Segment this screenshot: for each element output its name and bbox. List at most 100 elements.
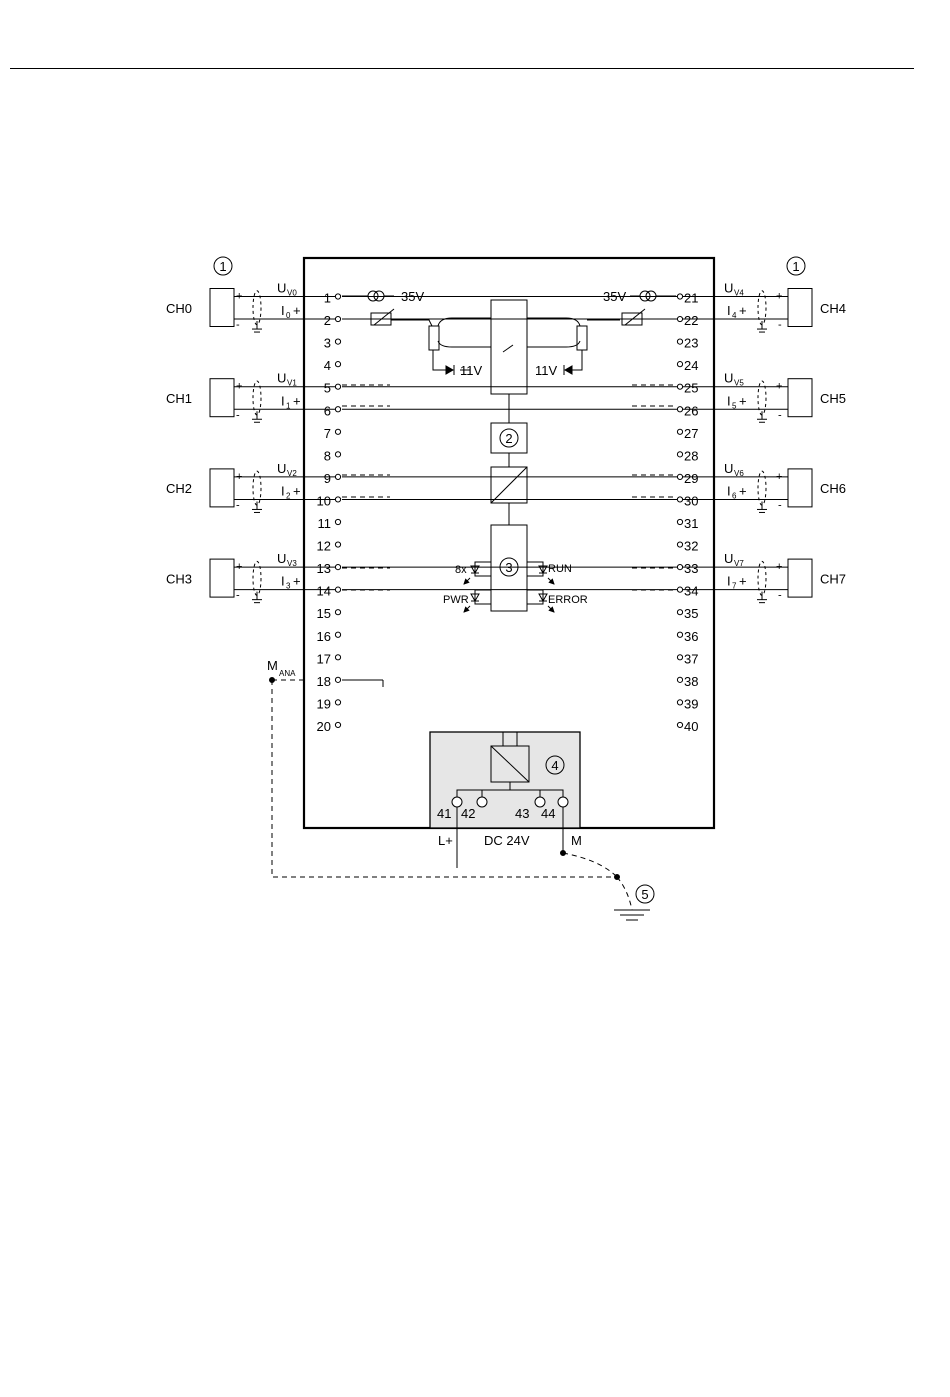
uv-label: U <box>724 461 733 476</box>
terminal-plain <box>676 654 684 661</box>
uv-subscript: V6 <box>734 469 744 478</box>
i-label: I <box>727 303 731 318</box>
pin-number: 23 <box>684 336 698 351</box>
pin-number: 32 <box>684 539 698 554</box>
terminal-i <box>334 496 342 503</box>
channel-name: CH1 <box>166 391 192 406</box>
led-run-label: RUN <box>548 563 572 575</box>
terminal-plain <box>334 451 342 458</box>
terminal-plain <box>334 631 342 638</box>
uv-label: U <box>277 551 286 566</box>
i-plus: + <box>739 303 747 318</box>
uv-label: U <box>277 281 286 296</box>
terminal-extra <box>334 609 342 616</box>
pin-number: 35 <box>684 606 698 621</box>
sensor-box <box>787 288 813 327</box>
pin-number: 30 <box>684 493 698 508</box>
channel-name: CH7 <box>820 571 846 586</box>
terminal-extra <box>676 338 684 345</box>
sensor-minus-mark: - <box>236 590 240 602</box>
sensor-box <box>209 468 235 508</box>
uv-subscript: V4 <box>734 289 744 298</box>
right-resistor <box>576 325 588 351</box>
uv-subscript: V2 <box>287 469 297 478</box>
i-label: I <box>281 393 285 408</box>
sensor-minus-mark: - <box>236 409 240 421</box>
terminal-i <box>676 315 684 323</box>
callout-1-right: 1 <box>786 256 806 276</box>
i-plus: + <box>739 483 747 498</box>
mana-label: M ANA <box>267 658 296 678</box>
uv-label: U <box>724 281 733 296</box>
zener-voltage-right: 11V <box>535 363 557 378</box>
terminal-extra <box>334 518 342 526</box>
channel-wires <box>342 470 788 513</box>
led-symbols <box>463 565 555 613</box>
supply-l-plus: L+ <box>438 833 453 848</box>
i-label: I <box>727 393 731 408</box>
i-label: I <box>281 483 285 498</box>
uv-subscript: V5 <box>734 379 744 388</box>
terminal-extra <box>676 518 684 526</box>
pin-number: 6 <box>324 403 331 418</box>
terminal-i <box>676 586 684 593</box>
terminal-i <box>334 586 342 593</box>
i-plus: + <box>293 483 301 498</box>
pin-number: 17 <box>317 651 331 666</box>
sensor-minus-mark: - <box>236 499 240 511</box>
sensor-minus-mark: - <box>778 319 782 331</box>
i-subscript: 4 <box>732 311 737 320</box>
channel-wires <box>234 560 338 604</box>
pin-number: 9 <box>324 471 331 486</box>
sensor-minus-mark: - <box>778 590 782 602</box>
i-subscript: 3 <box>286 582 291 591</box>
pin-number: 19 <box>317 696 331 711</box>
pin-number: 16 <box>317 629 331 644</box>
svg-text:3: 3 <box>505 560 512 575</box>
uv-subscript: V3 <box>287 559 297 568</box>
supply-pin-42: 42 <box>461 806 475 821</box>
pin-number: 36 <box>684 629 698 644</box>
pin-number: 27 <box>684 426 698 441</box>
channel-name: CH0 <box>166 301 192 316</box>
pin-number: 29 <box>684 471 698 486</box>
terminal-i <box>334 406 342 413</box>
channel-name: CH3 <box>166 571 192 586</box>
channel-wires <box>234 380 338 423</box>
svg-text:1: 1 <box>792 259 799 274</box>
i-label: I <box>727 483 731 498</box>
sensor-box <box>787 558 813 598</box>
left-resistor <box>428 325 440 351</box>
callout-4: 4 <box>551 758 558 773</box>
channel-name: CH5 <box>820 391 846 406</box>
pin-number: 20 <box>317 719 331 734</box>
sensor-minus-mark: - <box>236 319 240 331</box>
i-subscript: 5 <box>732 401 737 410</box>
led-error-label: ERROR <box>548 594 588 606</box>
supply-voltage: DC 24V <box>484 833 530 848</box>
uv-label: U <box>724 551 733 566</box>
i-subscript: 1 <box>286 401 291 410</box>
svg-text:5: 5 <box>641 887 648 902</box>
svg-text:1: 1 <box>219 259 226 274</box>
callout-5: 5 <box>635 884 655 904</box>
terminal-uv <box>676 473 684 480</box>
svg-text:ANA: ANA <box>279 669 296 678</box>
i-label: I <box>281 574 285 589</box>
led-pwr-label: PWR <box>443 594 469 606</box>
terminal-extra <box>334 338 342 345</box>
pin-number: 39 <box>684 696 698 711</box>
uv-label: U <box>277 371 286 386</box>
i-subscript: 2 <box>286 491 291 500</box>
zener-voltage-left: 11V <box>460 363 482 378</box>
pin-number: 5 <box>324 381 331 396</box>
i-plus: + <box>293 393 301 408</box>
channel-wires <box>234 470 338 513</box>
pin-number: 28 <box>684 448 698 463</box>
supply-pin-43: 43 <box>515 806 529 821</box>
channel-name: CH2 <box>166 481 192 496</box>
